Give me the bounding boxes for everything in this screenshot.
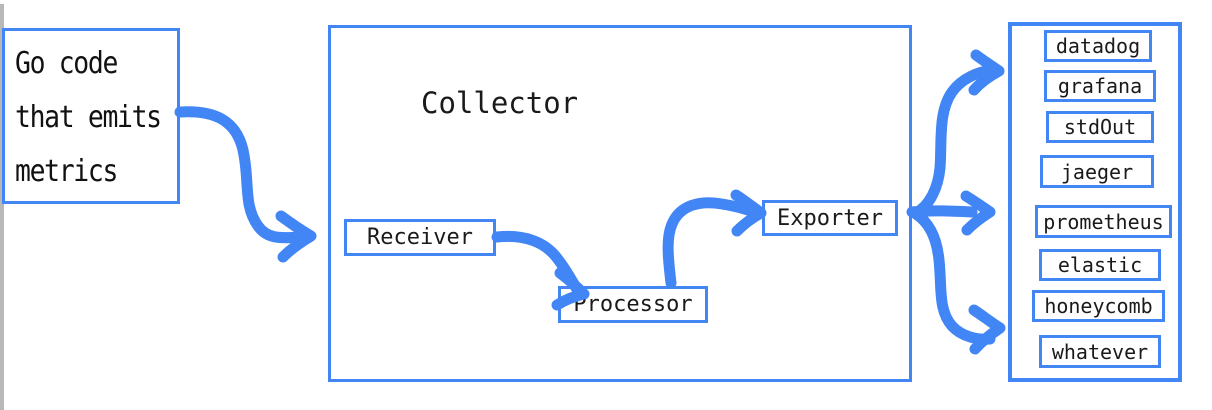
- backend-item-whatever: whatever: [1039, 335, 1161, 368]
- backend-label: honeycomb: [1044, 294, 1153, 318]
- backend-label: jaeger: [1060, 159, 1134, 184]
- collector-title: Collector: [421, 86, 579, 120]
- backend-item-elastic: elastic: [1039, 249, 1161, 281]
- backend-label: whatever: [1051, 339, 1149, 364]
- backend-label: prometheus: [1043, 209, 1164, 234]
- backend-item-honeycomb: honeycomb: [1032, 290, 1165, 322]
- go-code-line-2: that emits: [15, 100, 162, 135]
- backend-label: stdOut: [1063, 115, 1137, 139]
- backend-item-jaeger: jaeger: [1040, 155, 1154, 188]
- arrow-exporter-to-backends-middle: [906, 190, 996, 236]
- backend-item-prometheus: prometheus: [1035, 205, 1172, 238]
- page-gutter: [0, 0, 4, 410]
- page-top-edge: [0, 0, 1212, 4]
- arrow-exporter-to-backends-top: [910, 49, 1005, 219]
- receiver-label: Receiver: [367, 225, 473, 250]
- backend-label: datadog: [1055, 34, 1141, 58]
- arrow-exporter-to-backends-bottom: [910, 208, 1006, 355]
- exporter-box: Exporter: [762, 200, 898, 236]
- go-code-line-1: Go code: [15, 46, 118, 81]
- processor-label: Processor: [573, 292, 693, 317]
- arrow-source-to-collector: [174, 106, 317, 263]
- backend-label: grafana: [1057, 74, 1143, 98]
- backend-item-grafana: grafana: [1044, 70, 1156, 102]
- processor-box: Processor: [558, 286, 708, 323]
- receiver-box: Receiver: [344, 219, 496, 256]
- go-code-line-3: metrics: [15, 154, 118, 189]
- backend-label: elastic: [1057, 253, 1143, 277]
- exporter-label: Exporter: [777, 205, 883, 231]
- go-code-source-box: Go code that emits metrics: [2, 28, 180, 204]
- backend-item-datadog: datadog: [1044, 30, 1152, 62]
- backend-item-stdout: stdOut: [1046, 111, 1154, 143]
